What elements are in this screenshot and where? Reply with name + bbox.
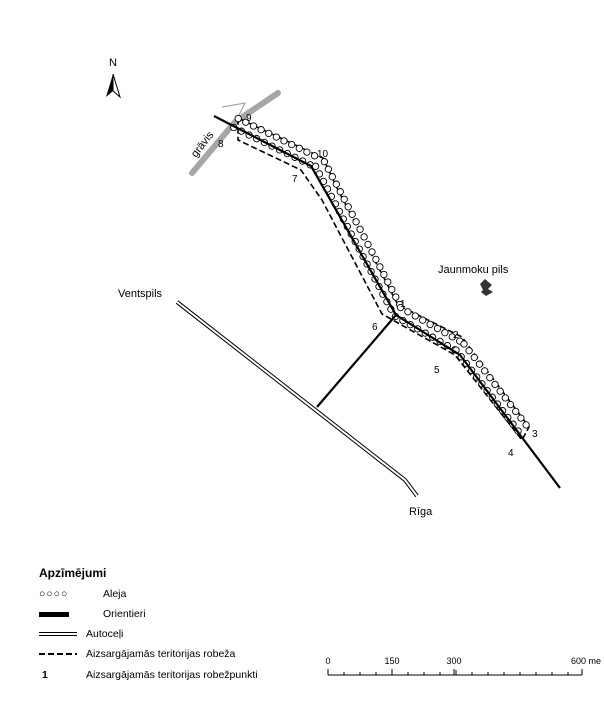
tree-icon	[419, 316, 427, 324]
legend-point-label: Aizsargājamās teritorijas robežpunkti	[86, 669, 258, 681]
point-9: 9	[246, 113, 252, 124]
riga-label: Rīga	[409, 506, 433, 518]
tree-icon	[356, 225, 364, 233]
legend-title: Apzīmējumi	[39, 566, 106, 580]
legend-landmark-swatch	[39, 612, 69, 617]
tree-icon	[404, 308, 412, 316]
tree-icon	[426, 320, 434, 329]
tree-icon	[288, 140, 296, 149]
road-line	[175, 300, 419, 498]
legend-alley-symbol: ○○○○	[39, 588, 68, 600]
scale-tick-0: 0	[325, 656, 330, 666]
tree-icon	[411, 312, 419, 320]
tree-icon	[517, 414, 525, 422]
tree-icon	[249, 122, 258, 130]
landmark-lines	[213, 115, 561, 489]
point-6: 6	[372, 322, 378, 333]
north-arrow-icon	[106, 73, 121, 99]
tree-icon	[242, 118, 250, 126]
tree-icon	[352, 218, 360, 226]
tree-icon	[380, 270, 388, 279]
tree-icon	[303, 148, 311, 156]
tree-icon	[280, 137, 288, 145]
point-2: 2	[453, 330, 459, 341]
point-8: 8	[218, 139, 224, 150]
tree-icon	[512, 407, 520, 416]
tree-icon	[392, 293, 400, 301]
legend-alley-label: Aleja	[103, 588, 127, 600]
castle-icon	[480, 279, 493, 296]
legend-point-symbol: 1	[42, 669, 48, 681]
tree-icon	[320, 158, 329, 166]
legend-road-label: Autoceļi	[86, 628, 123, 640]
tree-icon	[396, 303, 405, 312]
tree-icon	[491, 380, 499, 389]
tree-icon	[360, 233, 368, 241]
tree-icon	[501, 394, 510, 402]
tree-icon	[433, 324, 442, 333]
scale-tick-600: 600 me	[571, 656, 601, 666]
tree-icon	[328, 173, 336, 181]
tree-icon	[384, 278, 392, 286]
tree-icon	[348, 210, 356, 218]
tree-icon	[336, 188, 344, 196]
point-3: 3	[532, 429, 538, 440]
point-5: 5	[434, 365, 440, 376]
tree-icon	[460, 340, 468, 348]
tree-icon	[475, 360, 484, 368]
tree-icon	[486, 374, 494, 382]
tree-icon	[234, 114, 242, 123]
jaunmoku-label: Jaunmoku pils	[438, 264, 509, 276]
tree-icon	[324, 165, 333, 173]
tree-icon	[448, 333, 456, 341]
tree-icon	[496, 387, 504, 395]
scale-tick-300: 300	[446, 656, 461, 666]
tree-icon	[272, 133, 281, 141]
tree-icon	[376, 263, 384, 271]
tree-icon	[332, 180, 340, 188]
scale-tick-150: 150	[384, 656, 399, 666]
tree-icon	[344, 203, 352, 211]
tree-icon	[265, 129, 273, 138]
tree-icon	[310, 152, 319, 160]
tree-icon	[257, 126, 265, 134]
tree-icon	[368, 248, 376, 256]
tree-icon	[506, 400, 515, 409]
tree-icon	[295, 144, 303, 152]
point-1: 1	[400, 299, 406, 310]
tree-icon	[441, 329, 449, 337]
north-label: N	[109, 57, 117, 69]
tree-icon	[522, 421, 530, 429]
point-7: 7	[292, 174, 298, 185]
scale-bar: 0 150 300 600 me	[325, 656, 601, 676]
tree-icon	[465, 347, 473, 355]
point-4: 4	[508, 448, 514, 459]
tree-icon	[364, 240, 372, 249]
legend-boundary-label: Aizsargājamās teritorijas robeža	[86, 648, 236, 660]
ventspils-label: Ventspils	[118, 288, 163, 300]
tree-icon	[470, 353, 478, 362]
point-10: 10	[317, 149, 329, 160]
tree-icon	[340, 195, 348, 203]
tree-icon	[372, 255, 380, 264]
tree-icon	[388, 285, 396, 294]
legend-landmark-label: Orientieri	[103, 608, 146, 620]
tree-icon	[481, 367, 489, 375]
legend: Apzīmējumi ○○○○ Aleja Orientieri Autoceļ…	[39, 566, 258, 681]
